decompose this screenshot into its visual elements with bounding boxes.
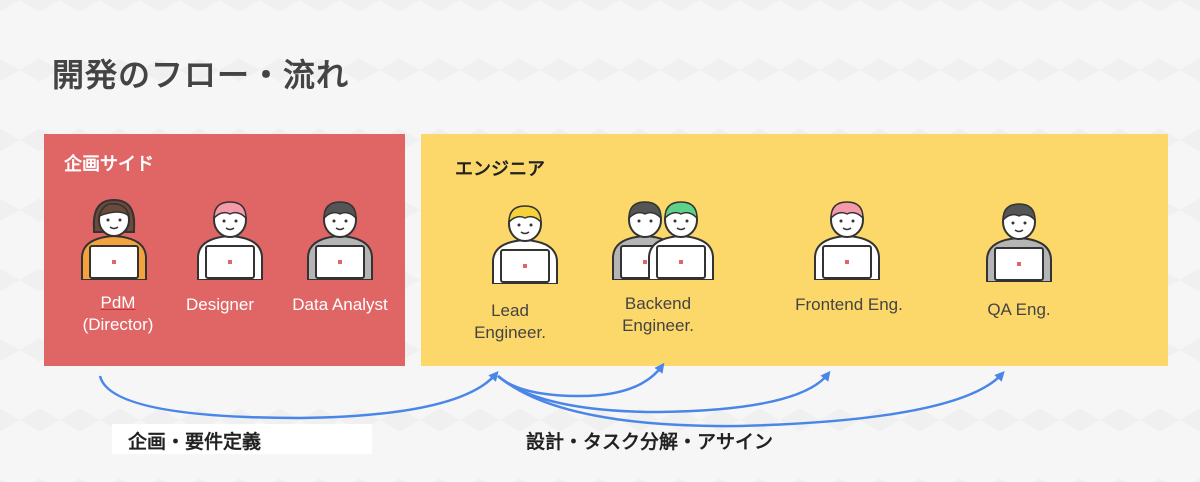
designer-label: Designer <box>185 295 255 314</box>
engineers-heading: エンジニア <box>455 159 545 180</box>
planning-side-panel: 企画サイド PdM (Director) Designer Data Analy… <box>44 134 405 366</box>
pdm-label: PdM (Director) <box>58 292 178 336</box>
arrow-planning-to-lead <box>98 370 499 420</box>
page-title: 開発のフロー・流れ <box>52 56 350 94</box>
lead-engineer-label-line1: Lead <box>491 301 529 320</box>
lead-engineer-label-line2: Engineer. <box>474 323 546 342</box>
backend-engineer-label-line1: Backend <box>624 294 692 313</box>
qa-engineer-label: QA Eng. <box>987 300 1051 319</box>
arrow-lead-to-frontend <box>497 370 831 414</box>
pdm-person-icon <box>81 198 147 280</box>
planning-side-heading: 企画サイド <box>64 154 154 175</box>
planning-flow-label: 企画・要件定義 <box>128 431 262 453</box>
qa-engineer-person-icon <box>986 203 1052 282</box>
backend-engineer-label: Backend Engineer. <box>603 293 713 337</box>
design-flow-label: 設計・タスク分解・アサイン <box>526 431 774 453</box>
backend-engineer-label-line2: Engineer. <box>622 316 694 335</box>
arrow-lead-to-qa <box>497 371 1005 428</box>
backend-engineer-2-person-icon <box>648 201 714 280</box>
engineers-panel: エンジニア <box>421 134 1168 366</box>
frontend-engineer-person-icon <box>814 201 880 280</box>
pdm-label-line2: (Director) <box>82 315 154 334</box>
pdm-label-line1: PdM <box>100 293 136 312</box>
lead-engineer-label: Lead Engineer. <box>455 300 565 344</box>
analyst-label: Data Analyst <box>292 295 388 314</box>
designer-person-icon <box>197 201 263 280</box>
planning-flow-label-bg <box>112 424 372 454</box>
frontend-engineer-label: Frontend Eng. <box>795 295 903 314</box>
analyst-person-icon <box>307 201 373 280</box>
lead-engineer-person-icon <box>492 205 558 284</box>
